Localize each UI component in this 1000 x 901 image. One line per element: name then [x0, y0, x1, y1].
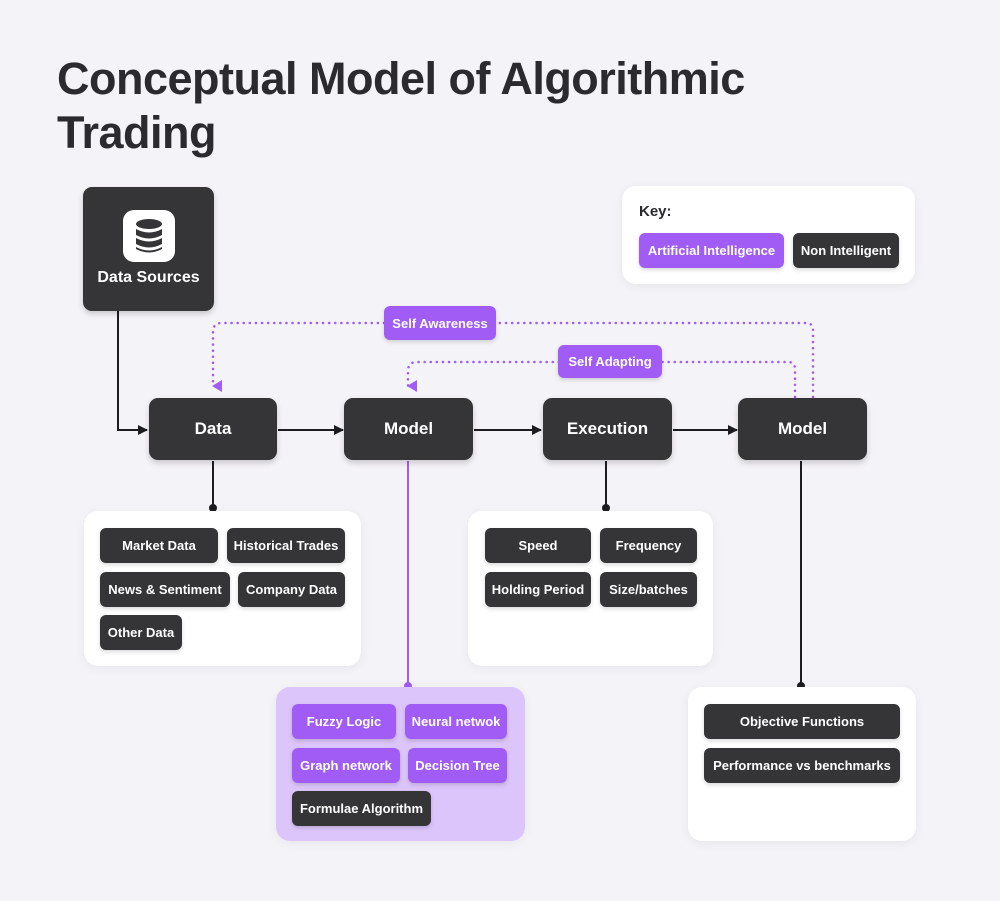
data-item-other-data: Other Data: [100, 615, 182, 650]
execution-item-size-batches: Size/batches: [600, 572, 697, 607]
data-item-market-data: Market Data: [100, 528, 218, 563]
execution-item-frequency: Frequency: [600, 528, 697, 563]
data-sources-label: Data Sources: [97, 269, 200, 286]
self-awareness-loop: [211, 321, 815, 399]
data-sources-node: Data Sources: [83, 187, 214, 311]
model2-junction-dot: [797, 682, 805, 690]
model2-node: Model: [738, 398, 867, 460]
source-to-data-arrow: [117, 311, 148, 435]
data-item-historical-trades: Historical Trades: [227, 528, 345, 563]
key-title: Key:: [639, 203, 672, 220]
model2-item-performance-benchmarks: Performance vs benchmarks: [704, 748, 900, 783]
data-node: Data: [149, 398, 277, 460]
page-title: Conceptual Model of Algorithmic Trading: [57, 53, 745, 158]
model-item-formulae-algorithm: Formulae Algorithm: [292, 791, 431, 826]
model-node: Model: [344, 398, 473, 460]
model-item-graph-network: Graph network: [292, 748, 400, 783]
data-item-company-data: Company Data: [238, 572, 345, 607]
model-item-neural-network: Neural netwok: [405, 704, 507, 739]
model2-item-objective-functions: Objective Functions: [704, 704, 900, 739]
database-icon: [123, 210, 175, 262]
execution-junction-dot: [602, 504, 610, 512]
key-ni-chip: Non Intelligent: [793, 233, 899, 268]
model-item-fuzzy-logic: Fuzzy Logic: [292, 704, 396, 739]
execution-node: Execution: [543, 398, 672, 460]
key-ai-chip: Artificial Intelligence: [639, 233, 784, 268]
data-junction-dot: [209, 504, 217, 512]
data-item-news-sentiment: News & Sentiment: [100, 572, 230, 607]
self-adapting-label: Self Adapting: [558, 345, 662, 378]
execution-item-holding-period: Holding Period: [485, 572, 591, 607]
execution-item-speed: Speed: [485, 528, 591, 563]
self-awareness-label: Self Awareness: [384, 306, 496, 340]
model-item-decision-tree: Decision Tree: [408, 748, 507, 783]
model-junction-dot: [404, 682, 412, 690]
